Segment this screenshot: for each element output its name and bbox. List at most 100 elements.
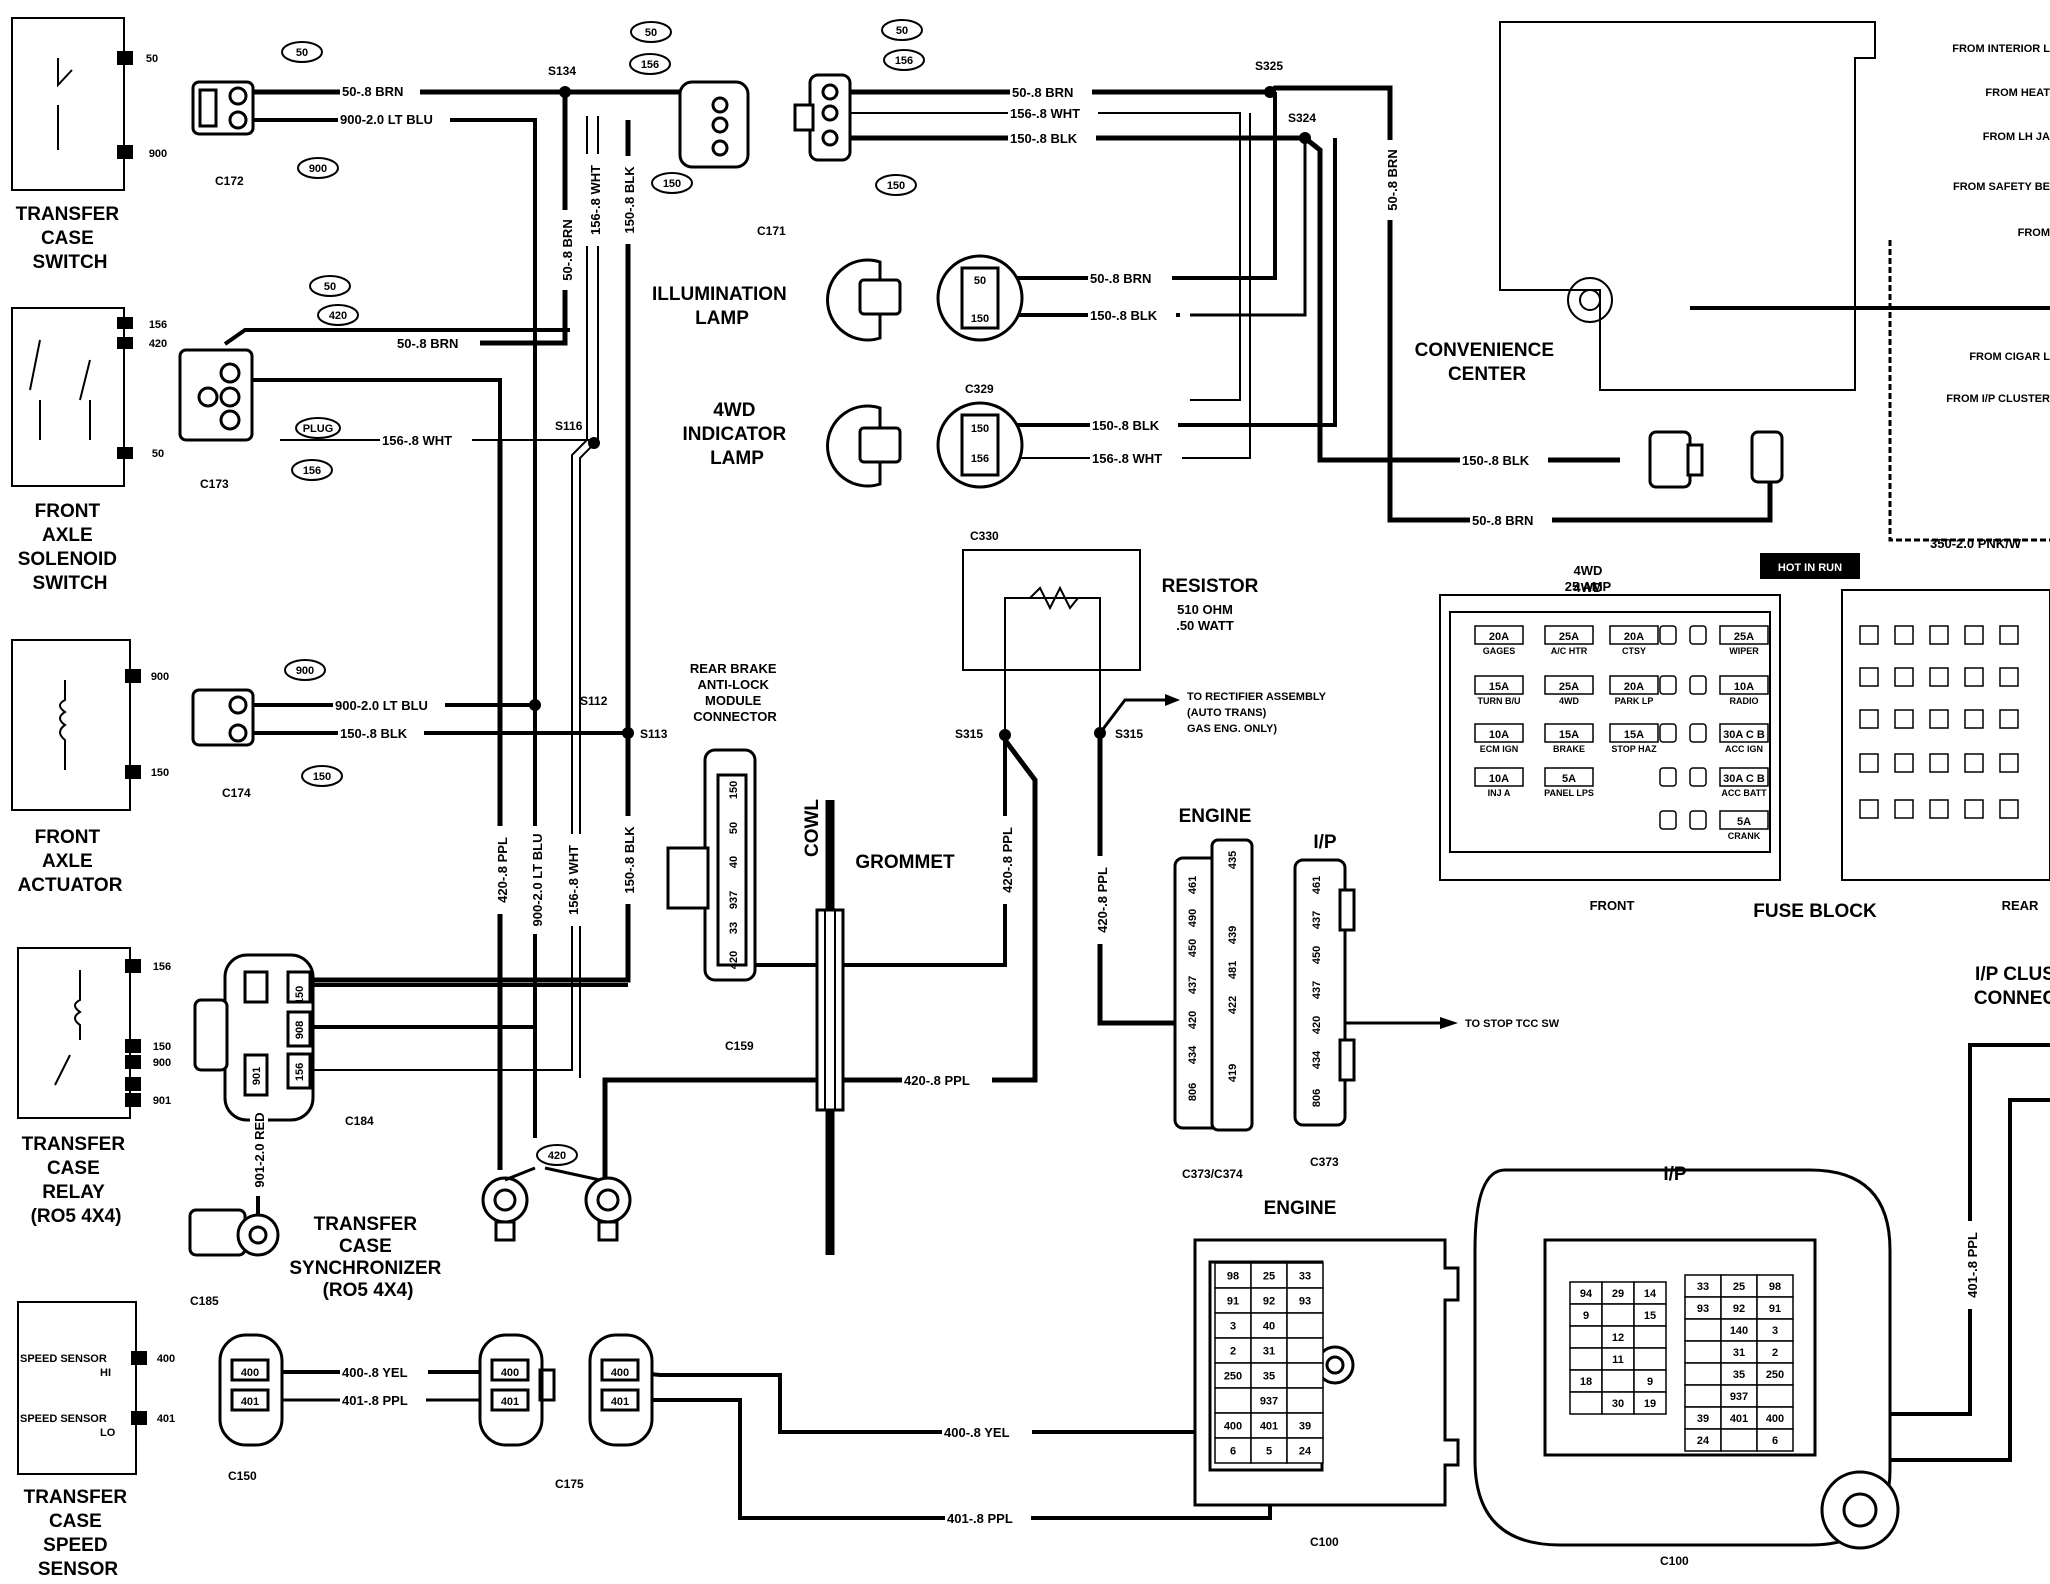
fuse	[1474, 767, 1524, 787]
fuse-name: BRAKE	[1553, 744, 1585, 754]
transfer-case-relay	[17, 947, 141, 1119]
fuse-block-front	[1439, 594, 1781, 881]
transfer-case-switch	[11, 17, 133, 191]
c373-c374-pins: 461 490 450 437 420 434 806 435 439 481 …	[1187, 851, 1323, 1107]
resistor-watt: .50 WATT	[1176, 618, 1234, 633]
pin-label: 156	[641, 59, 659, 71]
transfer-case-speed-sensor-label: TRANSFER CASE SPEED SENSOR	[24, 1487, 133, 1580]
fuse-name: INJ A	[1488, 788, 1511, 798]
pin-cell-label: 92	[1733, 1303, 1745, 1315]
convenience-center	[1499, 21, 1876, 391]
rear-slot	[1859, 753, 1879, 773]
pin-cell-label: 18	[1580, 1376, 1592, 1388]
splice-labels: S134 S116 S112 S113 S325 S324 S315 S315	[548, 59, 1316, 741]
c159-pins: 150 50 40 937 33 420	[728, 781, 740, 969]
wire-ind-156	[1000, 113, 1251, 459]
wire-label: 420-.8 PPL	[1095, 867, 1110, 933]
fuse-name: ACC IGN	[1725, 744, 1763, 754]
resistor-box	[962, 549, 1141, 671]
pin-cell-label: 19	[1644, 1398, 1656, 1410]
pin-cell-label: 35	[1733, 1369, 1745, 1381]
splice-dots	[529, 86, 1311, 741]
pin-cell-label: 3	[1772, 1325, 1778, 1337]
hot-in-run-badge	[1760, 553, 1860, 579]
rear-slot	[1999, 709, 2019, 729]
fuse-name: 4WD	[1559, 696, 1580, 706]
fuse-slot	[1659, 625, 1677, 645]
wire-label: 156-.8 WHT	[588, 165, 603, 235]
pin-cell	[1756, 1428, 1794, 1452]
rear-slot	[1964, 625, 1984, 645]
front-axle-solenoid-switch-label: FRONT AXLE SOLENOID SWITCH	[18, 501, 123, 594]
pin-label: 450	[1187, 939, 1199, 957]
pin-label: 437	[1187, 976, 1199, 994]
wire-156-wht-c171	[840, 112, 1241, 401]
s134-label: S134	[548, 64, 576, 78]
pin-cell-label: 250	[1224, 1371, 1242, 1383]
pin-cell	[1214, 1387, 1252, 1414]
rear-slot	[1964, 753, 1984, 773]
transfer-case-switch-label: TRANSFER CASE SWITCH	[16, 204, 125, 273]
line: TRANSFER	[22, 1134, 126, 1155]
wire-label: 156-.8 WHT	[382, 433, 452, 448]
wire-label: 150-.8 BLK	[622, 826, 637, 894]
pin-cell-label: 6	[1230, 1446, 1236, 1458]
from-label: FROM LH JA	[1983, 131, 2050, 143]
fuse-amp: 15A	[1559, 729, 1579, 741]
fuse-name: RADIO	[1730, 696, 1759, 706]
line: TRANSFER	[314, 1214, 418, 1235]
c172-label: C172	[215, 174, 244, 188]
s315-label-a: S315	[955, 727, 983, 741]
wire-420-ppl-bottom	[602, 738, 1038, 1185]
pin-label: 400	[241, 1367, 259, 1379]
speed-sensor-lo-label: SPEED SENSOR LO	[20, 1413, 116, 1439]
fuse-slot	[1659, 675, 1677, 695]
pin-label: 50	[974, 275, 986, 287]
pin-cell-label: 35	[1263, 1371, 1275, 1383]
pin-label: 420	[149, 338, 167, 350]
pin-cell-label: 31	[1733, 1347, 1745, 1359]
wire-label: 350-2.0 PNK/W	[1930, 536, 2022, 551]
wire-50-brn-c171	[840, 85, 1395, 523]
fuse	[1474, 723, 1524, 743]
pin-cell-label: 24	[1299, 1446, 1312, 1458]
pin-label: 481	[1227, 961, 1239, 979]
line: SPEED SENSOR	[20, 1413, 107, 1425]
wire-label: 50-.8 BRN	[342, 84, 403, 99]
line: (RO5 4X4)	[323, 1280, 414, 1301]
connector-c171-female	[678, 80, 750, 169]
pin-cell-label: 401	[1260, 1421, 1278, 1433]
pin-label: 150	[294, 986, 306, 1004]
rear-slot	[1964, 799, 1984, 819]
pin-cell-label: 2	[1230, 1346, 1236, 1358]
pin-label: 437	[1311, 911, 1323, 929]
pin-cell-label: 94	[1580, 1288, 1593, 1300]
pin-cell-label: 91	[1769, 1303, 1781, 1315]
pin-label: 434	[1311, 1050, 1323, 1069]
pin-cell	[1286, 1437, 1324, 1464]
connector-c175-a	[478, 1333, 556, 1447]
transfer-case-synchronizer-label: TRANSFER CASE SYNCHRONIZER (RO5 4X4)	[289, 1214, 446, 1301]
pin-label: 437	[1311, 981, 1323, 999]
pin-cell-label: 33	[1299, 1271, 1311, 1283]
wire-label: 156-.8 WHT	[1010, 106, 1080, 121]
pin-label: 156	[303, 465, 321, 477]
s324-label: S324	[1288, 111, 1316, 125]
splice-dot	[529, 699, 541, 711]
pin-label: 400	[501, 1367, 519, 1379]
splice-dot	[559, 86, 571, 98]
pin-label: 150	[313, 771, 331, 783]
fuse-block-rear	[1841, 589, 2050, 881]
fuse-4wd-amp-25: 25 AMP	[1565, 579, 1612, 594]
fuse-name: TURN B/U	[1478, 696, 1521, 706]
fuse-name: CRANK	[1728, 831, 1761, 841]
pin-cell-label: 9	[1583, 1310, 1589, 1322]
connector-c175-b	[588, 1333, 654, 1447]
connector-c172	[191, 80, 255, 136]
fuse-name: CTSY	[1622, 646, 1646, 656]
connector-c184	[193, 953, 315, 1122]
pin-cell-label: 250	[1766, 1369, 1784, 1381]
